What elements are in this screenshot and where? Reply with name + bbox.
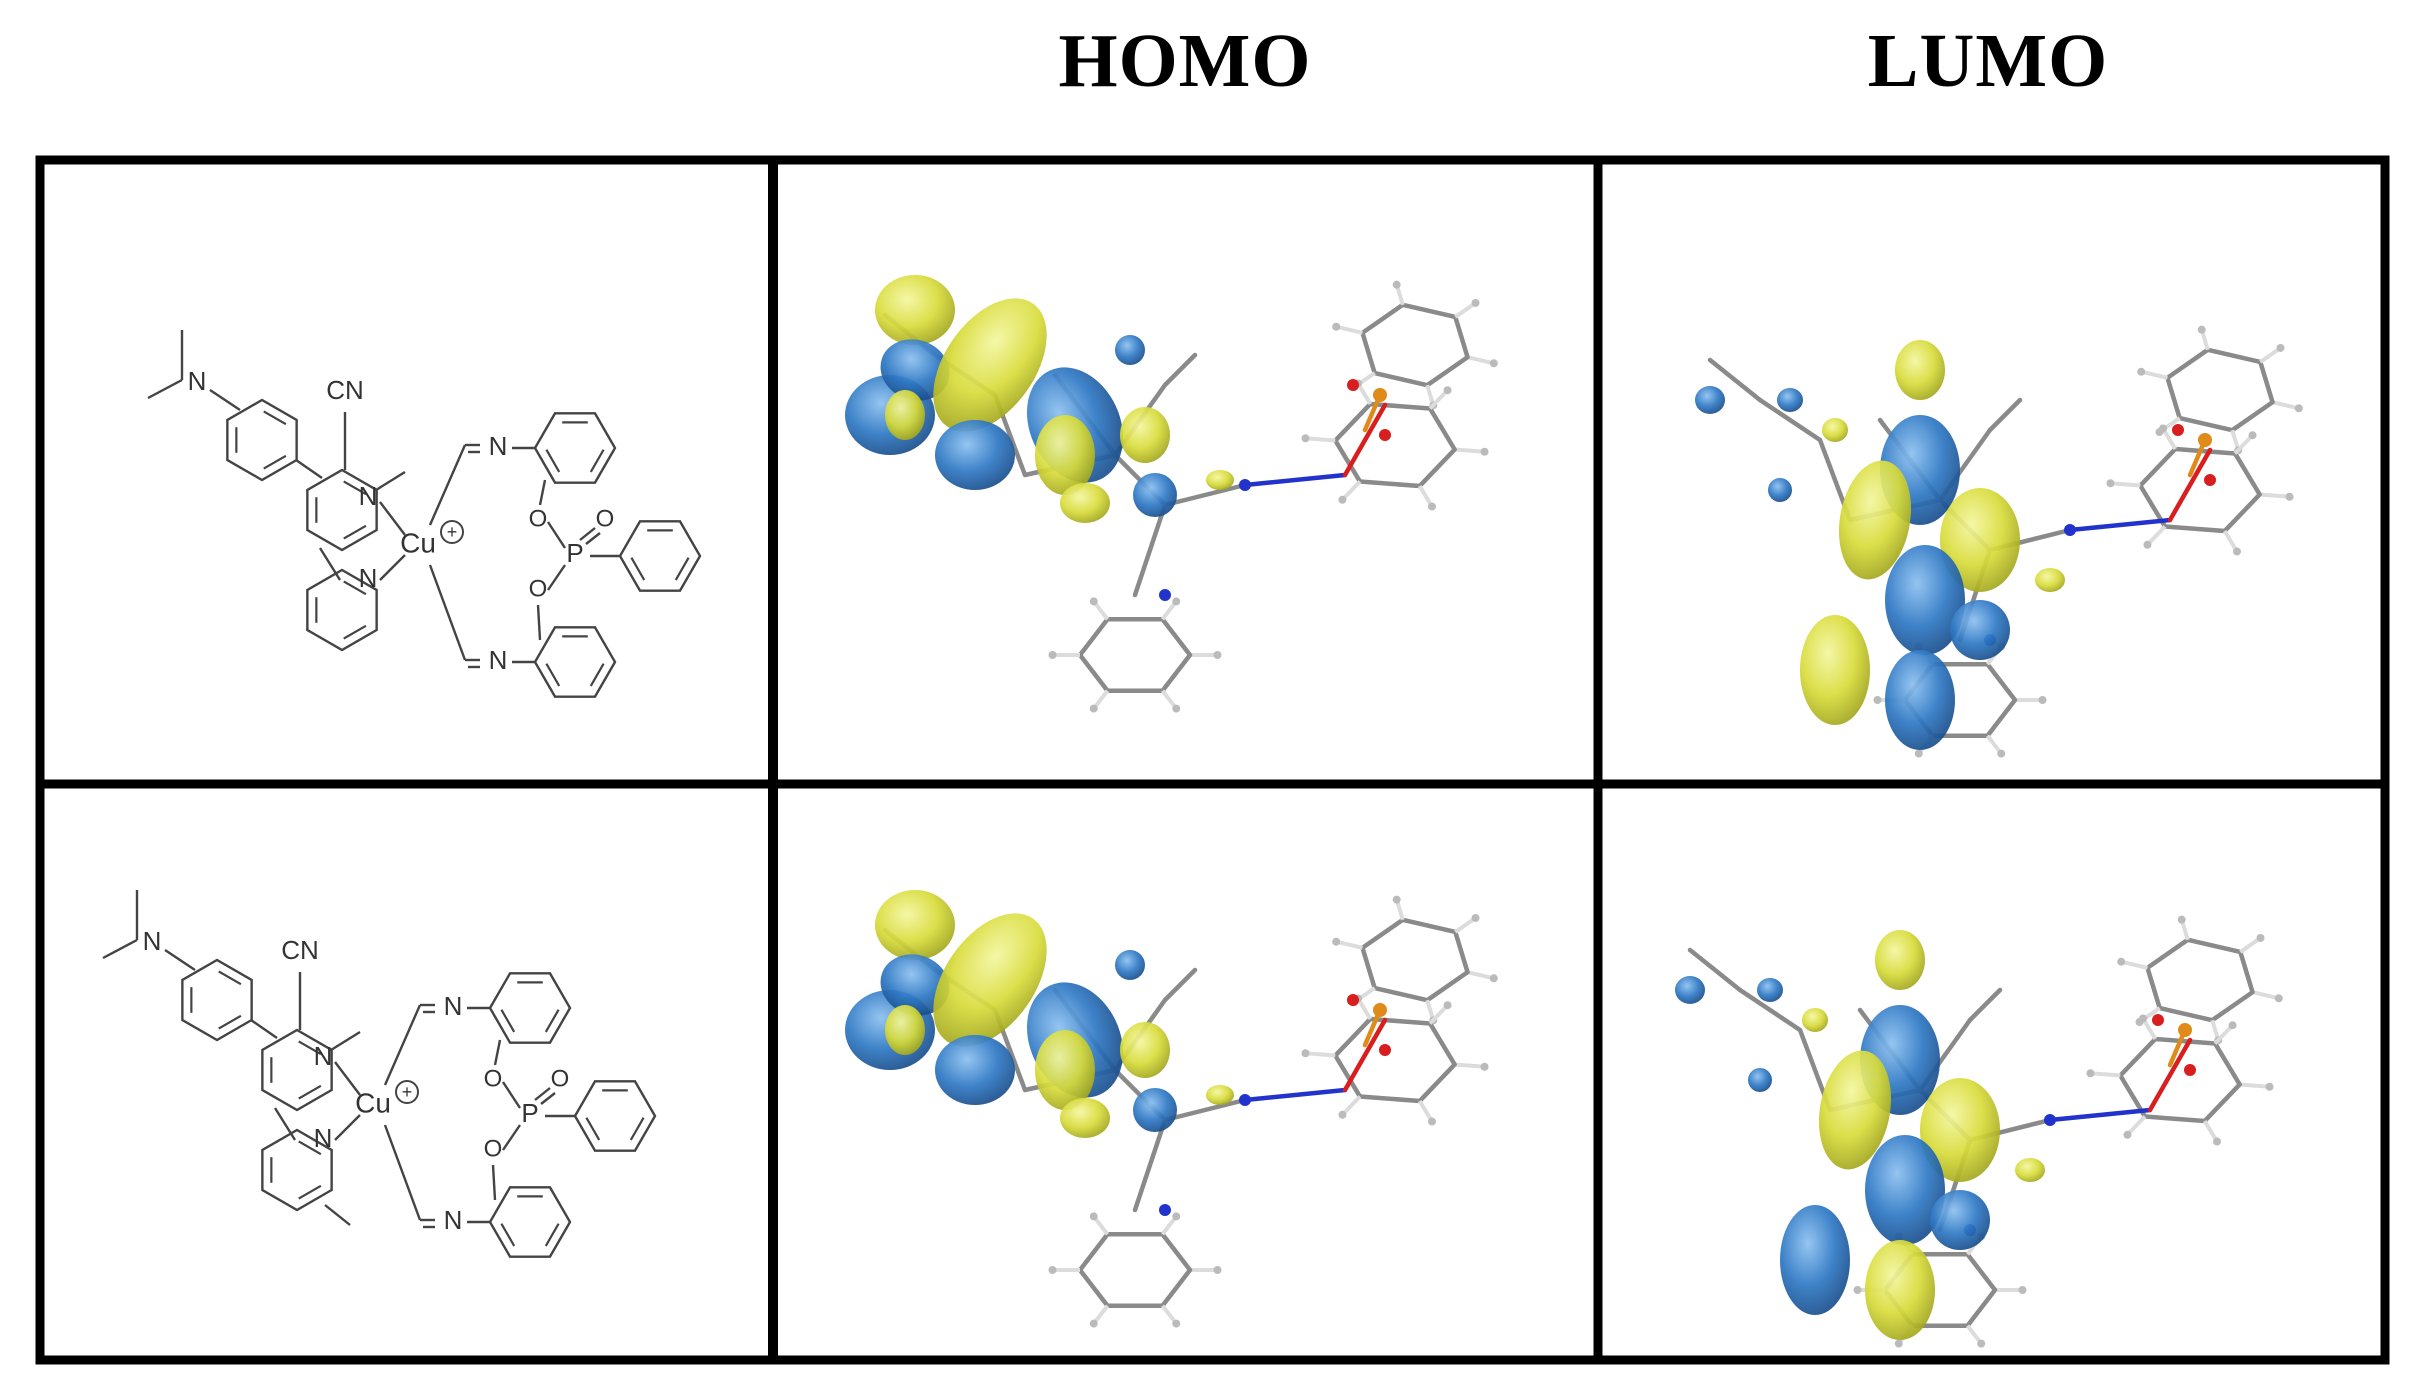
atom-p: P bbox=[566, 538, 583, 568]
label-cn: CN bbox=[326, 375, 364, 405]
atom-p: P bbox=[521, 1098, 538, 1128]
charge-plus: + bbox=[447, 522, 458, 542]
charge-plus: + bbox=[402, 1082, 413, 1102]
atom-n: N bbox=[444, 1205, 463, 1235]
atom-n: N bbox=[314, 1123, 333, 1153]
atom-n: N bbox=[143, 926, 162, 956]
homo-orbital-top bbox=[845, 275, 1498, 713]
atom-n: N bbox=[359, 563, 378, 593]
homo-orbital-bottom bbox=[845, 890, 1498, 1328]
atom-o: O bbox=[529, 505, 548, 532]
atom-cu: Cu bbox=[400, 527, 436, 558]
table-frame bbox=[35, 155, 2390, 1365]
atom-n: N bbox=[489, 431, 508, 461]
atom-cu: Cu bbox=[355, 1087, 391, 1118]
chemical-structure-bottom: N CN N N Cu + N N O OPO bbox=[102, 890, 657, 1258]
atom-n: N bbox=[188, 366, 207, 396]
column-title-homo: HOMO bbox=[1058, 19, 1312, 103]
atom-o: O bbox=[529, 575, 548, 602]
atom-o: O bbox=[484, 1065, 503, 1092]
lumo-orbital-bottom bbox=[1675, 915, 2283, 1348]
atom-n: N bbox=[314, 1041, 333, 1071]
atom-n: N bbox=[489, 645, 508, 675]
label-cn: CN bbox=[281, 935, 319, 965]
atom-o: O bbox=[484, 1135, 503, 1162]
chemical-structure-top: N CN N N Cu + N N O OPO bbox=[147, 330, 702, 698]
atom-n: N bbox=[359, 481, 378, 511]
column-title-lumo: LUMO bbox=[1867, 19, 2109, 103]
atom-o: O bbox=[596, 505, 615, 532]
lumo-orbital-top bbox=[1695, 325, 2303, 758]
atom-n: N bbox=[444, 991, 463, 1021]
atom-o: O bbox=[551, 1065, 570, 1092]
